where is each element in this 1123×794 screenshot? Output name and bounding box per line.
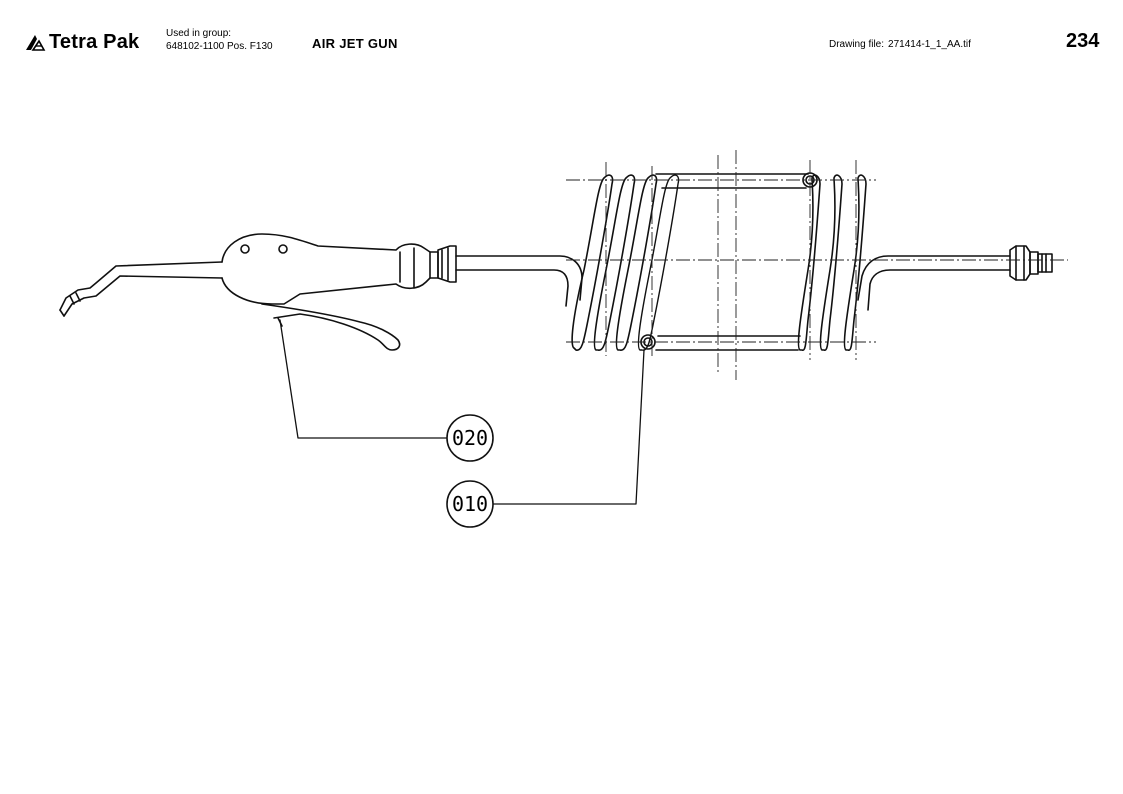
group-reference: 648102-1100 Pos. F130	[166, 41, 273, 52]
end-fitting	[1009, 245, 1053, 281]
coil-left	[571, 174, 680, 351]
callout-020-label: 020	[452, 426, 488, 450]
drawing-file-info: Drawing file:271414-1_1_AA.tif	[829, 39, 971, 50]
center-lines	[566, 150, 1068, 380]
page-title: AIR JET GUN	[312, 36, 398, 51]
air-gun-nozzle	[59, 261, 223, 317]
tetra-pak-logo-icon	[26, 35, 46, 51]
callout-010: 010	[446, 480, 494, 528]
gun-fitting	[429, 245, 457, 283]
callout-010-label: 010	[452, 492, 488, 516]
coil-right	[797, 174, 867, 351]
page-header: Tetra Pak Used in group: 648102-1100 Pos…	[0, 0, 1123, 70]
brand-name: Tetra Pak	[49, 30, 140, 53]
coil-connecting-lines	[655, 173, 809, 351]
leader-lines	[279, 319, 645, 505]
drawing-file-name: 271414-1_1_AA.tif	[888, 39, 971, 50]
drawing-file-label: Drawing file:	[829, 39, 885, 50]
used-in-group-label: Used in group:	[166, 28, 232, 39]
page-number: 234	[1066, 30, 1100, 52]
hose-right	[857, 255, 1011, 311]
hose-left	[455, 255, 583, 307]
tetra-pak-logo: Tetra Pak	[24, 29, 139, 55]
group-info: Used in group: 648102-1100 Pos. F130	[166, 27, 273, 53]
trigger-lever	[261, 303, 401, 351]
callout-020: 020	[446, 414, 494, 462]
air-gun-body	[221, 233, 431, 305]
